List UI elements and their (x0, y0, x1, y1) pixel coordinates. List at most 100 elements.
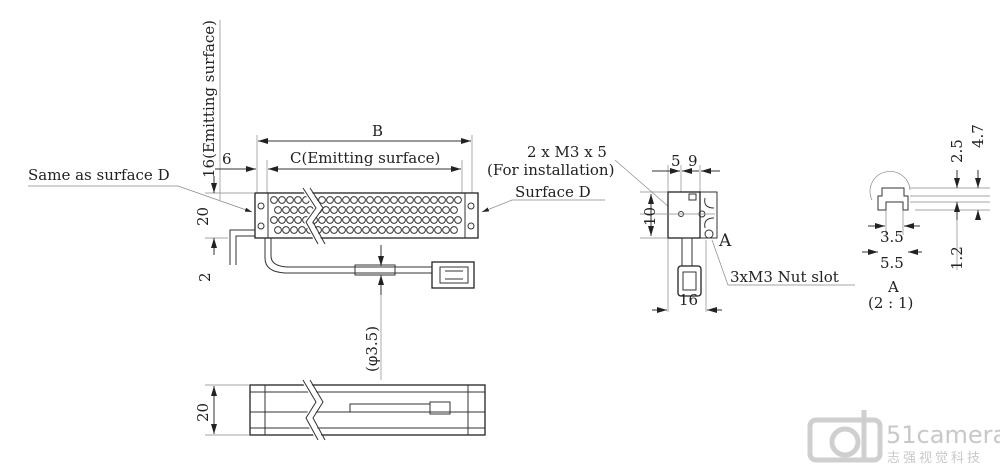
led-icon (342, 216, 350, 224)
led-icon (450, 206, 458, 214)
led-icon (346, 226, 354, 234)
led-icon (274, 206, 282, 214)
led-icon (390, 196, 398, 204)
led-icon (282, 206, 290, 214)
brand-name: 51camera (886, 421, 1000, 449)
screw-note: (For installation) (487, 161, 614, 179)
led-icon (442, 226, 450, 234)
led-icon (414, 196, 422, 204)
led-icon (446, 196, 454, 204)
led-icon (366, 196, 374, 204)
led-icon (342, 196, 350, 204)
led-icon (330, 226, 338, 234)
led-icon (370, 226, 378, 234)
led-icon (358, 196, 366, 204)
led-icon (438, 216, 446, 224)
led-icon (346, 206, 354, 214)
detail-scale: (2 : 1) (868, 294, 913, 312)
led-icon (454, 216, 462, 224)
brand-logo: 51camera 志强视觉科技 (807, 410, 1000, 466)
led-icon (402, 206, 410, 214)
led-icon (398, 196, 406, 204)
led-icon (286, 216, 294, 224)
led-icon (270, 216, 278, 224)
led-icon (374, 216, 382, 224)
led-icon (362, 226, 370, 234)
led-icon (354, 226, 362, 234)
led-icon (394, 226, 402, 234)
led-icon (438, 196, 446, 204)
led-icon (298, 226, 306, 234)
led-icon (290, 226, 298, 234)
led-icon (362, 206, 370, 214)
led-icon (358, 216, 366, 224)
emitting-c-label: C(Emitting surface) (290, 149, 440, 167)
detail-dim-1-2: 1.2 (948, 246, 966, 270)
led-icon (322, 226, 330, 234)
side-width-label: 16 (679, 291, 698, 309)
side-view: 5 9 10 A 3xM3 Nut slot 16 (640, 152, 855, 313)
led-icon (350, 216, 358, 224)
led-icon (274, 226, 282, 234)
led-icon (294, 196, 302, 204)
led-icon (318, 216, 326, 224)
led-icon (386, 206, 394, 214)
led-icon (378, 226, 386, 234)
detail-dim-5-5: 5.5 (880, 254, 904, 272)
led-icon (394, 206, 402, 214)
cable-offset-label: 2 (196, 272, 214, 282)
body-height-label: 20 (194, 207, 212, 226)
bottom-height-label: 20 (194, 403, 212, 422)
led-icon (426, 226, 434, 234)
led-icon (422, 196, 430, 204)
led-icon (402, 226, 410, 234)
led-icon (374, 196, 382, 204)
led-icon (330, 206, 338, 214)
led-icon (326, 196, 334, 204)
led-icon (338, 206, 346, 214)
surface-d-label: Surface D (515, 183, 591, 201)
led-icon (418, 206, 426, 214)
led-icon (434, 226, 442, 234)
side-dim-5: 5 (671, 152, 681, 170)
bottom-view: 20 (194, 378, 486, 442)
same-as-surface-d-label: Same as surface D (28, 166, 170, 184)
side-height-label: 10 (641, 207, 659, 226)
emitting-height-label: 16(Emitting surface) (200, 20, 218, 178)
detail-dim-3-5: 3.5 (880, 228, 904, 246)
length-b-label: B (372, 122, 383, 140)
led-icon (322, 206, 330, 214)
offset-6-label: 6 (222, 150, 232, 168)
led-icon (430, 196, 438, 204)
mounting-annotation: 2 x M3 x 5 (For installation) Surface D (481, 143, 678, 215)
led-icon (398, 216, 406, 224)
brand-subtitle: 志强视觉科技 (887, 451, 983, 466)
led-icon (406, 216, 414, 224)
led-icon (334, 216, 342, 224)
led-icon (382, 196, 390, 204)
led-icon (370, 206, 378, 214)
detail-a: 2.5 4.7 3.5 5.5 1.2 A (2 : 1) (862, 124, 990, 312)
led-icon (286, 196, 294, 204)
led-icon (422, 216, 430, 224)
led-icon (326, 216, 334, 224)
led-icon (426, 206, 434, 214)
led-icon (334, 196, 342, 204)
led-icon (414, 216, 422, 224)
led-icon (350, 196, 358, 204)
detail-dim-4-7: 4.7 (969, 124, 987, 148)
led-icon (282, 226, 290, 234)
led-icon (386, 226, 394, 234)
front-view: 16(Emitting surface) B 6 C(Emitting surf… (28, 20, 479, 380)
led-icon (410, 226, 418, 234)
screw-label: 2 x M3 x 5 (527, 143, 607, 161)
led-icon (390, 216, 398, 224)
led-icon (454, 196, 462, 204)
led-icon (378, 206, 386, 214)
camera-logo-icon (807, 410, 883, 463)
led-icon (354, 206, 362, 214)
led-icon (418, 226, 426, 234)
led-icon (278, 216, 286, 224)
led-icon (442, 206, 450, 214)
